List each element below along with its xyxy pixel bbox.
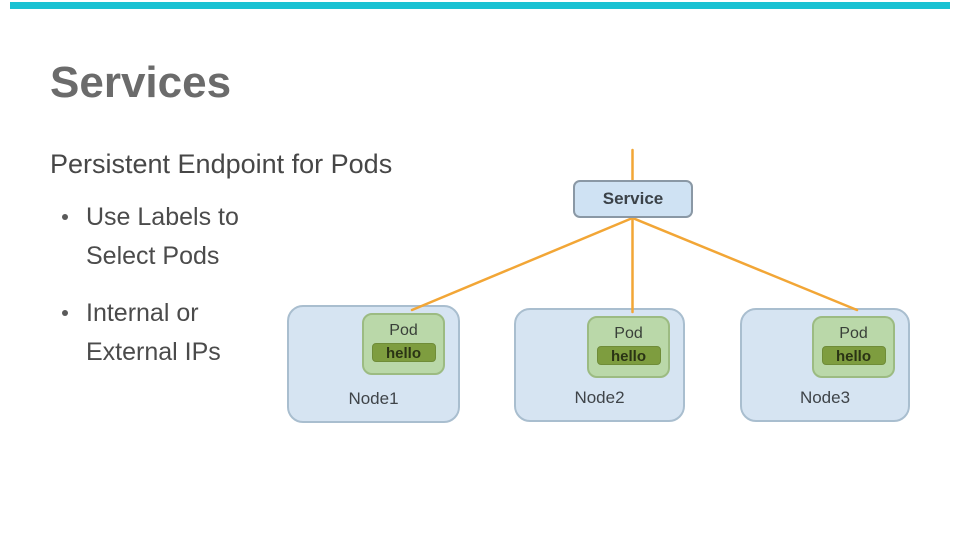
slide-subtitle: Persistent Endpoint for Pods [50,149,393,179]
pod-box: Pod hello [812,316,895,378]
pod-label: Pod [839,325,868,342]
node-label: Node3 [799,388,851,407]
bullet-text-line: Internal or [86,299,199,327]
pod-label: Pod [614,325,643,342]
bullet-item-ips: Internal or External IPs [60,294,320,372]
page-title: Services [50,58,232,107]
bullet-text-line: Select Pods [86,242,220,270]
container-badge: hello [821,346,886,365]
bullet-text-line: External IPs [86,338,221,366]
node-label: Node1 [348,389,399,408]
connector-line-node3 [631,216,859,312]
node-box-2: Pod hello Node2 [514,308,685,422]
bullet-dot [62,310,68,316]
node-box-3: Pod hello Node3 [740,308,910,422]
bullet-item-labels: Use Labels to Select Pods [60,198,320,276]
bullet-text-line: Use Labels to [86,203,239,231]
bullet-list: Use Labels to Select Pods Internal or Ex… [60,198,320,390]
service-box: Service [573,180,693,218]
connector-line-node1 [410,216,634,312]
node-box-1: Pod hello Node1 [287,305,460,423]
container-badge: hello [371,343,436,362]
node-label: Node2 [574,388,625,407]
accent-bar [10,2,950,9]
container-badge: hello [596,346,661,365]
service-label: Service [602,189,664,208]
pod-box: Pod hello [587,316,670,378]
pod-label: Pod [389,322,418,339]
pod-box: Pod hello [362,313,445,375]
bullet-dot [62,214,68,220]
